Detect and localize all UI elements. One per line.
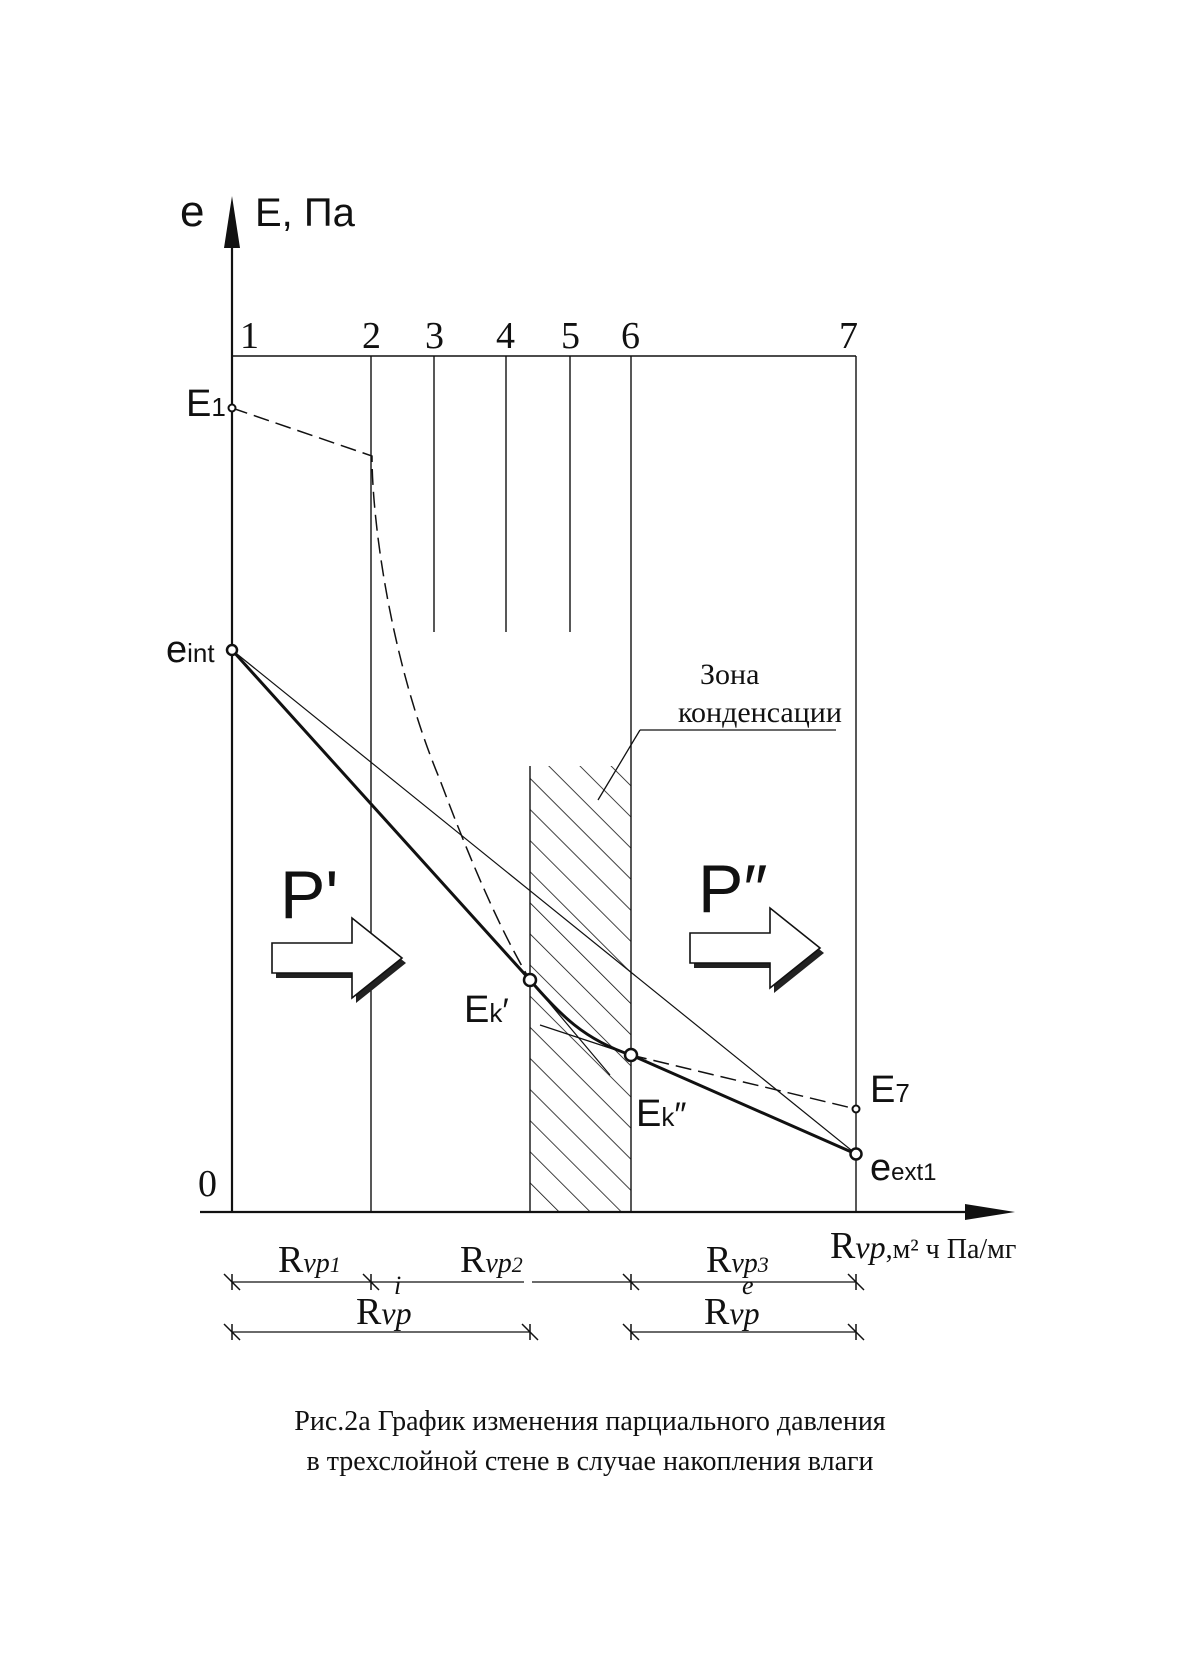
y-axis-arrow (224, 196, 240, 248)
label-Ek2: Ek″ (636, 1093, 686, 1135)
layer-number-6: 6 (621, 315, 640, 357)
y-axis-label-E: E, Па (255, 191, 356, 235)
layer-number-3: 3 (425, 315, 444, 357)
label-Rvp-e-sup: e (742, 1271, 754, 1300)
point-E1 (227, 403, 237, 413)
zone-label-line1: Зона (700, 658, 759, 691)
layer-number-4: 4 (496, 315, 515, 357)
layer-number-2: 2 (362, 315, 381, 357)
point-Ek2 (623, 1047, 639, 1063)
point-eext (849, 1147, 863, 1161)
label-E1: E1 (186, 383, 226, 425)
layer-number-5: 5 (561, 315, 580, 357)
flow-arrow-left (271, 916, 406, 1003)
y-axis-label-e: e (180, 187, 204, 236)
label-Rvp-i-sup: i (394, 1271, 401, 1300)
layer-number-7: 7 (839, 315, 858, 357)
caption-line-2: в трехслойной стене в случае накопления … (306, 1446, 874, 1477)
flow-label-right: P″ (698, 851, 767, 927)
tangent-line-ek1 (529, 979, 611, 1076)
label-Rvp3: Rvp3 (706, 1239, 769, 1281)
ticks-row1 (223, 1273, 865, 1291)
saturation-curve-right (630, 1054, 857, 1110)
thin-line-eint-eext (231, 649, 857, 1155)
flow-arrow-right (689, 906, 824, 993)
ticks-row2 (223, 1323, 865, 1341)
label-Rvp-e: Rvp (704, 1291, 760, 1333)
point-Ek1 (522, 972, 538, 988)
point-eint (225, 643, 239, 657)
x-axis-label: Rvp,м² ч Па/мг (830, 1225, 1016, 1267)
condensation-zone-hatch (530, 766, 631, 1212)
label-Ek1: Ek′ (464, 989, 509, 1031)
layer-number-1: 1 (240, 315, 259, 357)
zone-label-line2: конденсации (678, 696, 842, 729)
label-Rvp2: Rvp2 (460, 1239, 523, 1281)
zone-label-leader (597, 729, 641, 801)
label-eint: eint (166, 629, 215, 671)
saturation-curve-E (231, 407, 531, 981)
label-E7: E7 (870, 1069, 910, 1111)
label-Rvp-i: Rvp (356, 1291, 412, 1333)
label-Rvp1: Rvp1 (278, 1239, 341, 1281)
flow-label-left: P' (280, 857, 338, 933)
point-E7 (851, 1104, 861, 1114)
x-axis-arrow (965, 1204, 1015, 1220)
label-eext: eext1 (870, 1147, 937, 1189)
caption-line-1: Рис.2а График изменения парциального дав… (294, 1406, 886, 1437)
tangent-line-ek2 (539, 1024, 632, 1056)
origin-label: 0 (198, 1163, 217, 1205)
